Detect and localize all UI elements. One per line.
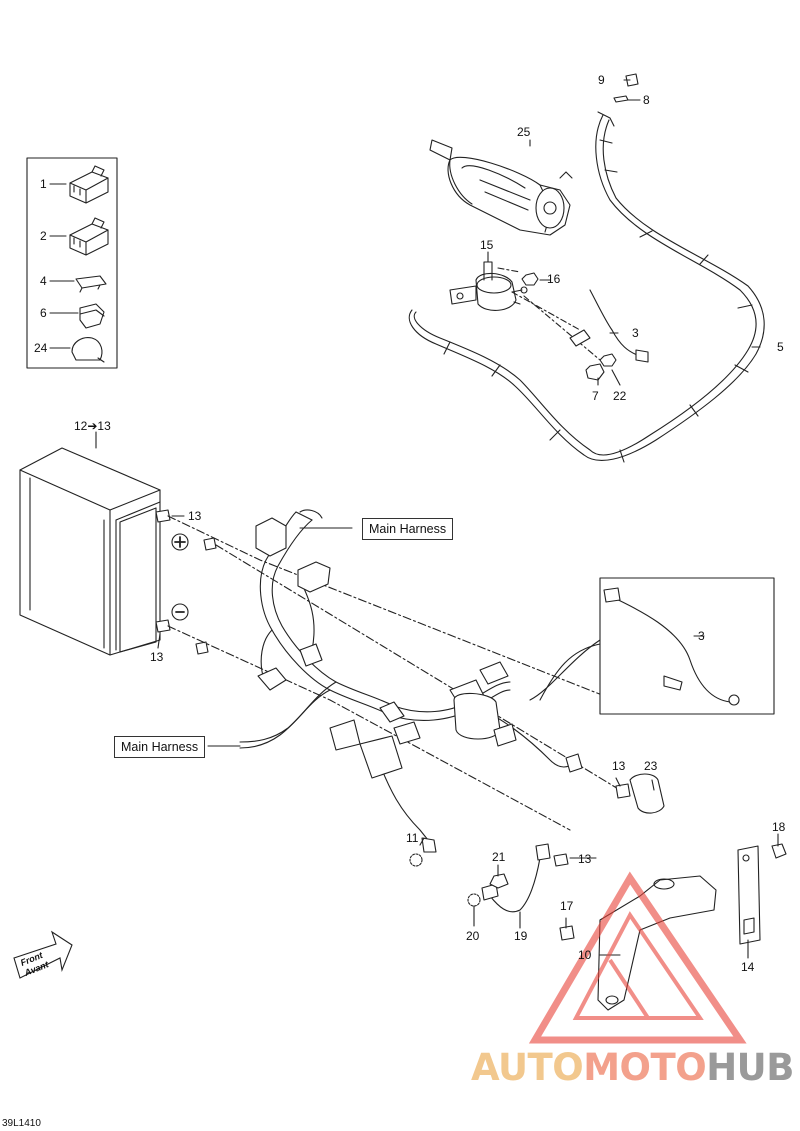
callout-12-13: 12➔13 bbox=[74, 419, 111, 433]
connector-a bbox=[255, 517, 287, 557]
star-washer-20 bbox=[467, 893, 481, 907]
callout-8: 8 bbox=[643, 93, 650, 107]
nut-21 bbox=[489, 873, 509, 889]
cable-5 bbox=[408, 111, 765, 463]
callout-11: 11 bbox=[406, 831, 419, 845]
main-harness-label-upper: Main Harness bbox=[362, 518, 454, 540]
ring-terminal bbox=[421, 837, 437, 853]
callout-25: 25 bbox=[517, 125, 531, 139]
battery-bolt-negative bbox=[155, 619, 171, 633]
callout-13-battery-neg: 13 bbox=[150, 650, 164, 664]
cable-3-upper bbox=[569, 289, 649, 363]
callout-21: 21 bbox=[492, 850, 506, 864]
watermark-triangle bbox=[528, 871, 747, 1044]
clip-6 bbox=[79, 303, 105, 329]
callout-7: 7 bbox=[592, 389, 599, 403]
callout-1: 1 bbox=[40, 177, 47, 191]
callout-16: 16 bbox=[547, 272, 561, 286]
main-harness bbox=[239, 509, 601, 841]
terminal-nut-a bbox=[203, 537, 217, 551]
cable-19 bbox=[481, 843, 551, 913]
connector-h bbox=[329, 719, 361, 751]
cable-3-lower bbox=[603, 587, 740, 706]
battery-bolt-positive bbox=[155, 509, 171, 523]
battery-12 bbox=[19, 447, 161, 656]
watermark-auto: AUTO bbox=[471, 1046, 584, 1089]
terminal-cap-23 bbox=[629, 773, 665, 814]
starter-motor-25 bbox=[429, 139, 573, 236]
connector-i bbox=[379, 701, 405, 723]
connector-l bbox=[565, 753, 583, 773]
callout-24: 24 bbox=[34, 341, 48, 355]
plate-14 bbox=[737, 845, 761, 945]
callout-14: 14 bbox=[741, 960, 755, 974]
callout-20: 20 bbox=[466, 929, 480, 943]
main-harness-label-lower: Main Harness bbox=[114, 736, 206, 758]
connector-c bbox=[299, 643, 323, 667]
cable-tie-24 bbox=[71, 337, 105, 363]
connector-b bbox=[297, 561, 331, 593]
connector-k bbox=[493, 723, 517, 747]
watermark-moto: MOTO bbox=[583, 1046, 707, 1089]
callout-6: 6 bbox=[40, 306, 47, 320]
callout-13-battery-pos: 13 bbox=[188, 509, 202, 523]
callout-4: 4 bbox=[40, 274, 47, 288]
relay-2 bbox=[69, 217, 109, 256]
nut-16 bbox=[521, 272, 539, 286]
nut-7 bbox=[585, 363, 605, 381]
watermark-hub: HUB bbox=[706, 1046, 794, 1089]
cable-3-inset-box bbox=[599, 577, 775, 715]
callout-10: 10 bbox=[578, 948, 592, 962]
callout-17: 17 bbox=[560, 899, 574, 913]
terminal-nut-b bbox=[195, 641, 209, 655]
callout-13-lower: 13 bbox=[578, 852, 592, 866]
relay-block bbox=[453, 692, 501, 740]
relay-1 bbox=[69, 165, 109, 204]
star-washer-11 bbox=[409, 853, 423, 867]
nut-22 bbox=[599, 353, 617, 367]
callout-3-lower: 3 bbox=[698, 629, 705, 643]
bolt-13-lower bbox=[553, 853, 569, 867]
callout-2: 2 bbox=[40, 229, 47, 243]
connector-f bbox=[479, 661, 509, 685]
callout-9: 9 bbox=[598, 73, 605, 87]
washer-8 bbox=[613, 95, 629, 103]
callout-19: 19 bbox=[514, 929, 528, 943]
nut-18 bbox=[771, 843, 787, 859]
connector-d bbox=[257, 667, 287, 691]
watermark-logo: AUTOMOTOHUB bbox=[471, 1046, 794, 1089]
bolt-17 bbox=[559, 925, 575, 941]
connector-g bbox=[359, 735, 403, 779]
bolt-13-right bbox=[615, 783, 631, 799]
callout-5: 5 bbox=[777, 340, 784, 354]
front-arrow: Front Avant bbox=[13, 930, 73, 979]
fuse-4 bbox=[75, 275, 107, 293]
callout-15: 15 bbox=[480, 238, 494, 252]
callout-3-upper: 3 bbox=[632, 326, 639, 340]
callout-13-right: 13 bbox=[612, 759, 626, 773]
callout-22: 22 bbox=[613, 389, 627, 403]
diagram-code: 39L1410 bbox=[2, 1118, 41, 1129]
connector-j bbox=[393, 721, 421, 745]
bracket-10 bbox=[597, 875, 717, 1011]
callout-18: 18 bbox=[772, 820, 786, 834]
bolt-9 bbox=[625, 73, 639, 87]
solenoid-15 bbox=[449, 261, 528, 311]
callout-23: 23 bbox=[644, 759, 658, 773]
